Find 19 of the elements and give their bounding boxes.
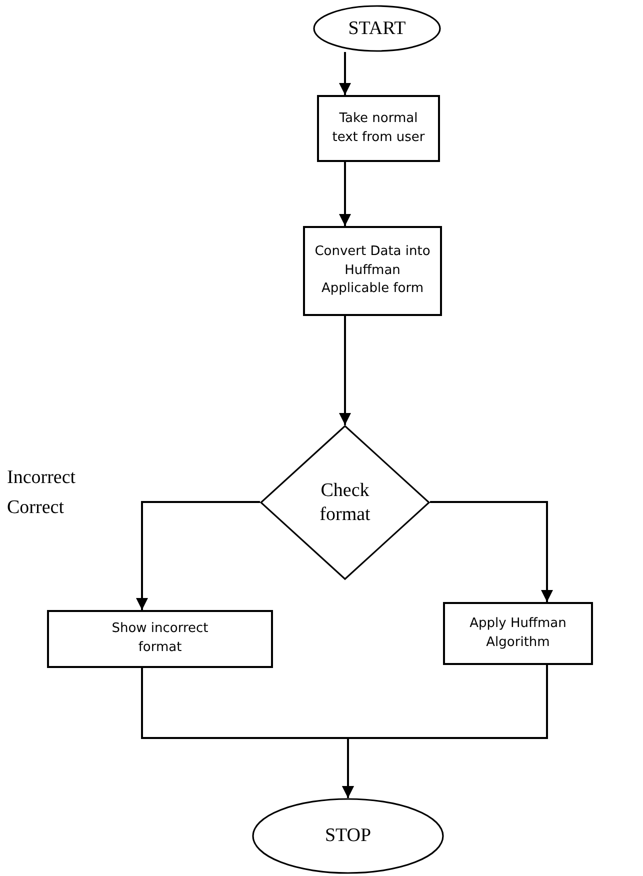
- process-text: Apply Huffman Algorithm: [468, 614, 568, 652]
- arrow: [339, 316, 351, 425]
- process-box: [443, 602, 593, 665]
- arrow: [339, 52, 351, 95]
- process-box: [47, 610, 273, 668]
- arrow: [342, 665, 548, 798]
- process-box: [303, 226, 442, 316]
- process-text: Take normal text from user: [331, 110, 426, 146]
- arrow: [136, 501, 260, 610]
- node-label: START: [348, 16, 406, 40]
- node-label: Check format: [318, 478, 372, 526]
- branch-label: Correct: [7, 497, 64, 519]
- process-text: Convert Data into Huffman Applicable form: [314, 242, 432, 298]
- arrow: [339, 162, 351, 226]
- node-label: STOP: [324, 824, 372, 848]
- process-box: [317, 95, 440, 162]
- arrow: [430, 501, 553, 602]
- process-text: Show incorrect format: [110, 620, 210, 657]
- branch-label: Incorrect: [7, 467, 76, 489]
